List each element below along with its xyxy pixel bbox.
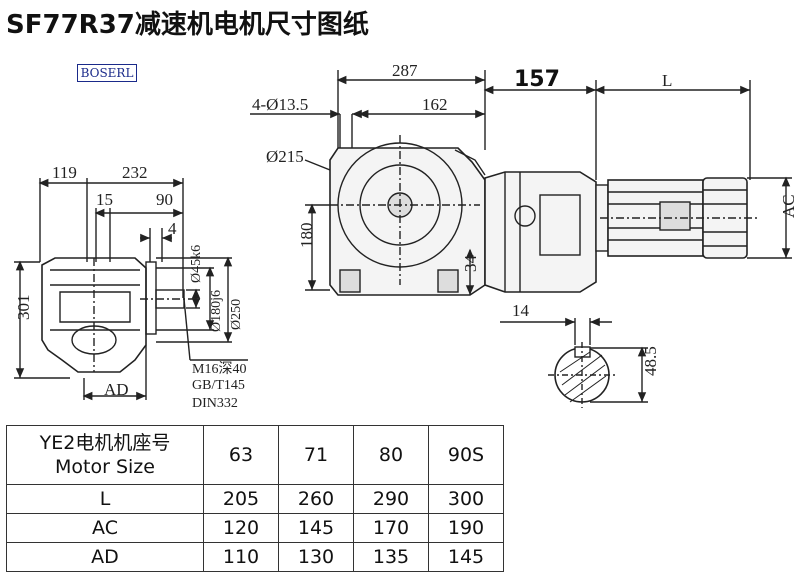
front-view xyxy=(250,70,792,296)
size-63: 63 xyxy=(203,425,279,485)
size-80: 80 xyxy=(353,425,429,485)
table-header-label: YE2电机机座号 Motor Size xyxy=(6,425,204,485)
table-cell: 145 xyxy=(278,513,354,543)
dim-15: 15 xyxy=(96,190,113,209)
header-line-2: Motor Size xyxy=(55,456,155,478)
shaft-key-section xyxy=(500,317,648,408)
thread-spec-2: GB/T145 xyxy=(192,378,245,393)
table-row: AC 120 145 170 190 xyxy=(6,513,504,543)
dim-4: 4 xyxy=(168,219,177,238)
table-cell: 290 xyxy=(353,484,429,514)
dim-shaft-250: Ø250 xyxy=(229,299,244,330)
table-row: AD 110 130 135 145 xyxy=(6,542,504,572)
table-cell: 110 xyxy=(203,542,279,572)
size-71: 71 xyxy=(278,425,354,485)
dim-180: 180 xyxy=(297,223,316,249)
table-cell: 135 xyxy=(353,542,429,572)
page-title: SF77R37减速机电机尺寸图纸 xyxy=(6,10,369,40)
dim-shaft-180: Ø180j6 xyxy=(209,290,224,332)
table-cell: 205 xyxy=(203,484,279,514)
row-label-l: L xyxy=(6,484,204,514)
table-cell: 120 xyxy=(203,513,279,543)
dim-ad: AD xyxy=(104,380,129,399)
dim-162: 162 xyxy=(422,95,448,114)
thread-spec-3: DIN332 xyxy=(192,396,238,411)
side-view xyxy=(14,178,248,401)
dim-L: L xyxy=(662,71,672,90)
header-line-1: YE2电机机座号 xyxy=(39,432,171,454)
dim-holes: 4-Ø13.5 xyxy=(252,95,308,114)
row-label-ad: AD xyxy=(6,542,204,572)
table-header-row: YE2电机机座号 Motor Size 63 71 80 90S xyxy=(6,425,504,485)
table-cell: 300 xyxy=(428,484,504,514)
row-label-ac: AC xyxy=(6,513,204,543)
table-cell: 190 xyxy=(428,513,504,543)
dim-287: 287 xyxy=(392,61,418,80)
dim-dia-215: Ø215 xyxy=(266,147,304,166)
dim-34: 34 xyxy=(461,255,480,273)
dim-301: 301 xyxy=(14,295,33,321)
table-cell: 260 xyxy=(278,484,354,514)
dim-key-48-5: 48.5 xyxy=(641,346,660,376)
motor-size-table: YE2电机机座号 Motor Size 63 71 80 90S L 205 2… xyxy=(6,425,504,572)
table-cell: 130 xyxy=(278,542,354,572)
table-cell: 145 xyxy=(428,542,504,572)
table-row: L 205 260 290 300 xyxy=(6,484,504,514)
table-cell: 170 xyxy=(353,513,429,543)
size-90s: 90S xyxy=(428,425,504,485)
dim-90: 90 xyxy=(156,190,173,209)
dim-ac: AC xyxy=(779,194,798,218)
dim-232: 232 xyxy=(122,163,148,182)
dim-119: 119 xyxy=(52,163,77,182)
dim-157: 157 xyxy=(514,67,560,92)
dim-key-14: 14 xyxy=(512,301,530,320)
brand-logo: BOSERL xyxy=(77,64,137,82)
dim-shaft-45: Ø45k6 xyxy=(189,245,204,283)
thread-spec-1: M16深40 xyxy=(192,361,246,377)
